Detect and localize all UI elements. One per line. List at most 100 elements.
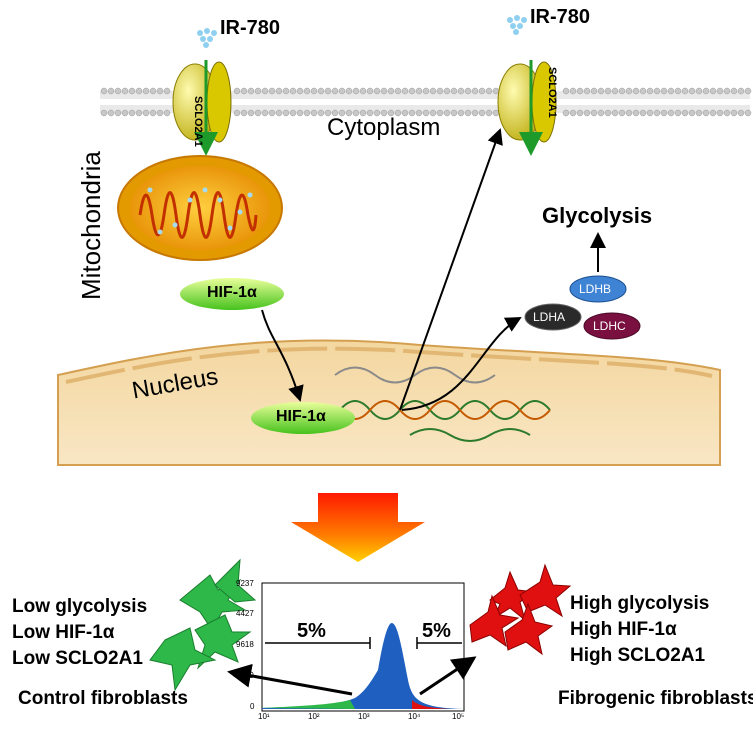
lipid-head [716, 109, 724, 117]
outcome-arrows [227, 656, 477, 696]
lipid-head [163, 87, 171, 95]
hif1a-protein-cytoplasm [180, 278, 284, 310]
lipid-head [261, 87, 269, 95]
gate-right-percent: 5% [422, 620, 451, 642]
lipid-head [674, 87, 682, 95]
lipid-head [275, 87, 283, 95]
lipid-head [422, 109, 430, 117]
lipid-head [737, 87, 745, 95]
control-fibroblast-cells [149, 558, 257, 692]
lipid-head [394, 109, 402, 117]
lipid-head [317, 87, 325, 95]
lipid-head [667, 87, 675, 95]
fibrogenic-trait-3: High SCLO2A1 [570, 645, 706, 666]
lipid-head [317, 109, 325, 117]
control-fibroblasts-title: Control fibroblasts [18, 688, 188, 709]
lipid-head [709, 87, 717, 95]
lipid-head [149, 109, 157, 117]
lipid-head [373, 87, 381, 95]
control-trait-2: Low HIF-1α [12, 622, 115, 643]
gate-left-percent: 5% [297, 620, 326, 642]
fibrogenic-trait-1: High glycolysis [570, 593, 710, 614]
lipid-head [569, 109, 577, 117]
lipid-head [408, 109, 416, 117]
ir780-dye-icon [197, 28, 217, 48]
lipid-head [156, 109, 164, 117]
glycolysis-label: Glycolysis [542, 203, 653, 228]
lipid-head [380, 87, 388, 95]
lipid-head [702, 109, 710, 117]
hist-x-tick: 10² [308, 712, 320, 721]
control-trait-3: Low SCLO2A1 [12, 648, 143, 669]
lipid-head [345, 87, 353, 95]
ldha-enzyme [524, 303, 582, 331]
lipid-head [576, 87, 584, 95]
lipid-head [471, 109, 479, 117]
lipid-head [443, 87, 451, 95]
lipid-head [695, 87, 703, 95]
hist-x-tick: 10³ [358, 712, 370, 721]
nucleus [57, 339, 721, 466]
lipid-head [142, 109, 150, 117]
lipid-head [359, 109, 367, 117]
mitochondrion [117, 155, 283, 261]
ldha-label: LDHA [533, 310, 566, 324]
lipid-head [611, 87, 619, 95]
lipid-head [429, 109, 437, 117]
lipid-head [240, 87, 248, 95]
fibrogenic-fibroblasts-title: Fibrogenic fibroblasts [558, 688, 753, 709]
hif1a-label-cytoplasm: HIF-1α [207, 284, 257, 301]
lipid-head [331, 87, 339, 95]
lipid-head [268, 87, 276, 95]
lipid-head [639, 109, 647, 117]
lipid-head [352, 109, 360, 117]
lipid-head [408, 87, 416, 95]
lipid-head [436, 87, 444, 95]
lipid-head [464, 87, 472, 95]
hif1a-label-nucleus: HIF-1α [276, 408, 326, 425]
hist-x-tick: 10⁴ [408, 712, 421, 721]
lipid-head [331, 109, 339, 117]
lipid-head [702, 87, 710, 95]
lipid-head [457, 87, 465, 95]
ir780-dye-icon [507, 15, 527, 35]
control-trait-1: Low glycolysis [12, 596, 148, 617]
lipid-head [254, 109, 262, 117]
lipid-head [639, 87, 647, 95]
lipid-head [443, 109, 451, 117]
lipid-head [681, 87, 689, 95]
fibrogenic-trait-2: High HIF-1α [570, 619, 677, 640]
lipid-head [114, 87, 122, 95]
lipid-head [233, 87, 241, 95]
lipid-head [597, 87, 605, 95]
lipid-head [233, 109, 241, 117]
lipid-head [324, 87, 332, 95]
lipid-head [366, 109, 374, 117]
lipid-head [415, 109, 423, 117]
lipid-head [429, 87, 437, 95]
lipid-head [723, 87, 731, 95]
lipid-head [387, 87, 395, 95]
hist-y-tick: 9618 [236, 640, 254, 649]
lipid-head [632, 109, 640, 117]
lipid-head [100, 87, 108, 95]
fibrogenic-fibroblast-cells [469, 563, 572, 656]
lipid-head [611, 109, 619, 117]
lipid-head [114, 109, 122, 117]
lipid-head [254, 87, 262, 95]
hist-y-tick: 4427 [236, 609, 254, 618]
lipid-head [604, 109, 612, 117]
lipid-head [569, 87, 577, 95]
hist-x-tick: 10¹ [258, 712, 270, 721]
lipid-head [373, 109, 381, 117]
lipid-head [450, 87, 458, 95]
lipid-head [660, 109, 668, 117]
ldhc-enzyme [583, 312, 641, 340]
lipid-head [352, 87, 360, 95]
hif1a-protein-nucleus [251, 402, 355, 434]
lipid-head [275, 109, 283, 117]
lipid-head [478, 87, 486, 95]
lipid-head [716, 87, 724, 95]
lipid-head [289, 109, 297, 117]
